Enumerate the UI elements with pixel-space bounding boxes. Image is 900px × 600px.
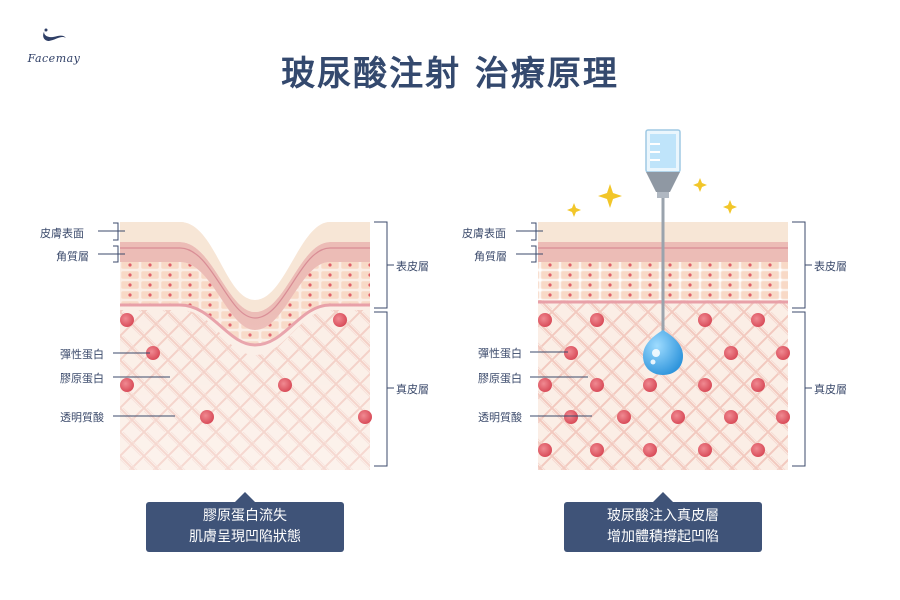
elastin-dot	[278, 378, 292, 392]
left-label-epidermis: 表皮層	[396, 260, 429, 273]
right-label-collagen: 膠原蛋白	[478, 372, 522, 385]
elastin-dot	[724, 410, 738, 424]
elastin-dot	[146, 346, 160, 360]
elastin-dot	[751, 313, 765, 327]
elastin-dot	[120, 378, 134, 392]
elastin-dot	[751, 378, 765, 392]
elastin-dot	[671, 410, 685, 424]
elastin-dot	[643, 378, 657, 392]
left-leader-lines	[98, 221, 394, 467]
elastin-dot	[590, 378, 604, 392]
elastin-dot	[776, 346, 790, 360]
right-label-skin-surface: 皮膚表面	[462, 227, 506, 240]
sparkle-icon	[723, 200, 737, 214]
elastin-dot	[698, 313, 712, 327]
right-label-hyaluronic-acid: 透明質酸	[478, 411, 522, 424]
elastin-dot	[564, 346, 578, 360]
syringe-icon	[645, 129, 681, 335]
elastin-dot	[643, 443, 657, 457]
sparkle-icon	[598, 184, 622, 208]
elastin-dot	[538, 313, 552, 327]
swan-icon	[43, 28, 66, 41]
left-elastin-dots	[120, 313, 372, 424]
elastin-dot	[698, 443, 712, 457]
elastin-dot	[724, 346, 738, 360]
brand-name: Facemay	[27, 52, 81, 65]
brand-logo: Facemay	[14, 26, 94, 65]
left-caption-line2: 肌膚呈現凹陷狀態	[189, 529, 301, 545]
left-label-stratum-corneum: 角質層	[56, 250, 89, 263]
right-label-dermis: 真皮層	[814, 383, 847, 396]
left-caption-line1: 膠原蛋白流失	[203, 508, 287, 524]
elastin-dot	[590, 443, 604, 457]
elastin-dot	[538, 443, 552, 457]
right-caption-line2: 增加體積撐起凹陷	[607, 529, 719, 545]
elastin-dot	[200, 410, 214, 424]
elastin-dot	[590, 313, 604, 327]
elastin-dot	[564, 410, 578, 424]
elastin-dot	[358, 410, 372, 424]
left-label-dermis: 真皮層	[396, 383, 429, 396]
left-label-elastin: 彈性蛋白	[60, 348, 104, 361]
left-label-skin-surface: 皮膚表面	[40, 227, 84, 240]
right-label-stratum-corneum: 角質層	[474, 250, 507, 263]
left-label-hyaluronic-acid: 透明質酸	[60, 411, 104, 424]
right-label-epidermis: 表皮層	[814, 260, 847, 273]
elastin-dot	[333, 313, 347, 327]
right-caption-line1: 玻尿酸注入真皮層	[607, 508, 719, 524]
page-title: 玻尿酸注射 治療原理	[281, 54, 619, 94]
elastin-dot	[698, 378, 712, 392]
left-caption: 膠原蛋白流失 肌膚呈現凹陷狀態	[146, 492, 344, 552]
elastin-dot	[751, 443, 765, 457]
sparkle-icon	[567, 203, 581, 217]
elastin-dot	[776, 410, 790, 424]
sparkle-icons	[567, 178, 737, 217]
elastin-dot	[538, 378, 552, 392]
right-caption: 玻尿酸注入真皮層 增加體積撐起凹陷	[564, 492, 762, 552]
elastin-dot	[120, 313, 134, 327]
left-label-collagen: 膠原蛋白	[60, 372, 104, 385]
elastin-dot	[617, 410, 631, 424]
right-leader-lines	[516, 221, 812, 467]
right-elastin-dots	[538, 313, 790, 457]
sparkle-icon	[693, 178, 707, 192]
right-label-elastin: 彈性蛋白	[478, 347, 522, 360]
hyaluronic-drop-icon	[643, 330, 683, 375]
left-skin-cross-section	[120, 222, 370, 470]
